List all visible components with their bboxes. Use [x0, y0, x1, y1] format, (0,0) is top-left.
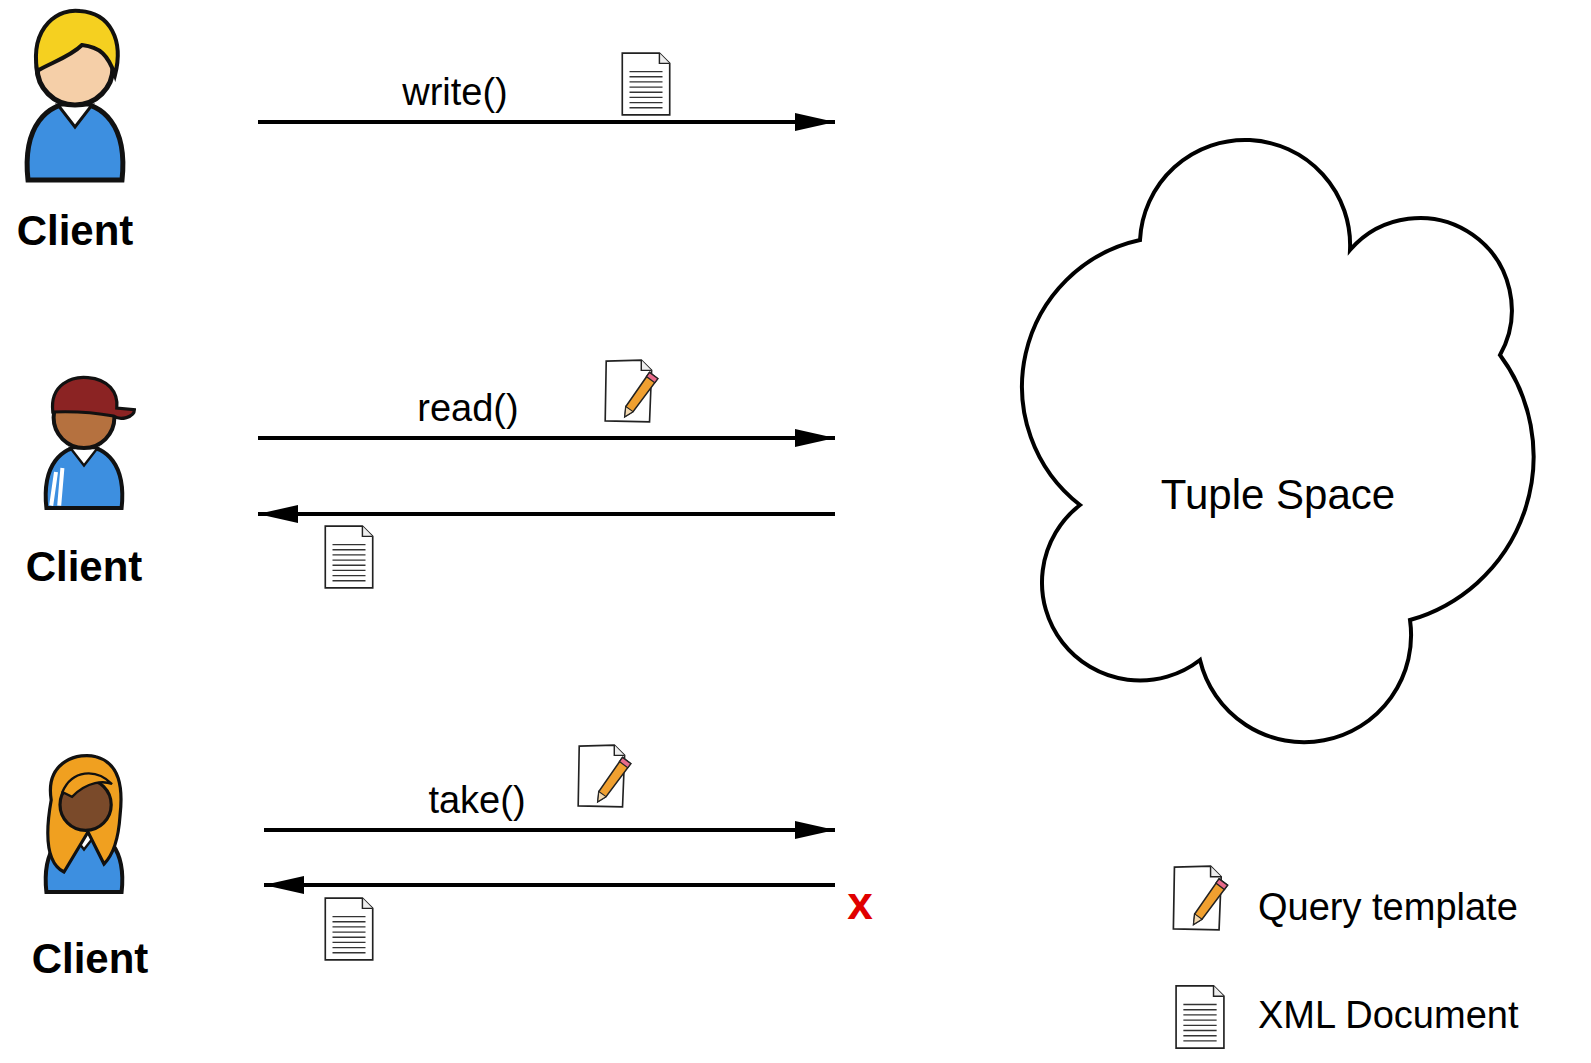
document-icon	[622, 53, 669, 115]
template-icon	[578, 745, 631, 807]
message-arrow	[258, 436, 835, 440]
document-icon	[325, 526, 372, 588]
client-node: Client	[0, 745, 264, 985]
operation-label: take()	[428, 779, 525, 822]
cloud-shape	[1022, 140, 1534, 742]
person-icon	[27, 11, 123, 180]
template-icon	[605, 360, 658, 422]
cloud-label: Tuple Space	[1161, 471, 1395, 519]
message-arrow	[264, 828, 835, 832]
message-arrow	[258, 120, 835, 124]
removed-mark: x	[847, 876, 873, 930]
client-node: Client	[0, 365, 258, 605]
legend-template-icon	[1173, 866, 1227, 930]
tuple-space-cloud: Tuple Space	[835, 95, 1545, 895]
operation-label: read()	[417, 387, 518, 430]
legend-text: Query template	[1258, 886, 1518, 929]
client-label: Client	[26, 543, 143, 591]
operation-label: write()	[402, 71, 508, 114]
client-label: Client	[32, 935, 149, 983]
message-arrow	[258, 512, 835, 516]
document-icon	[325, 898, 372, 960]
client-node: Client	[0, 0, 258, 262]
client-label: Client	[17, 207, 134, 255]
person-icon	[46, 377, 135, 508]
message-arrow	[264, 883, 835, 887]
legend-document-icon	[1176, 986, 1224, 1048]
person-icon	[46, 756, 123, 892]
legend-text: XML Document	[1258, 994, 1518, 1037]
